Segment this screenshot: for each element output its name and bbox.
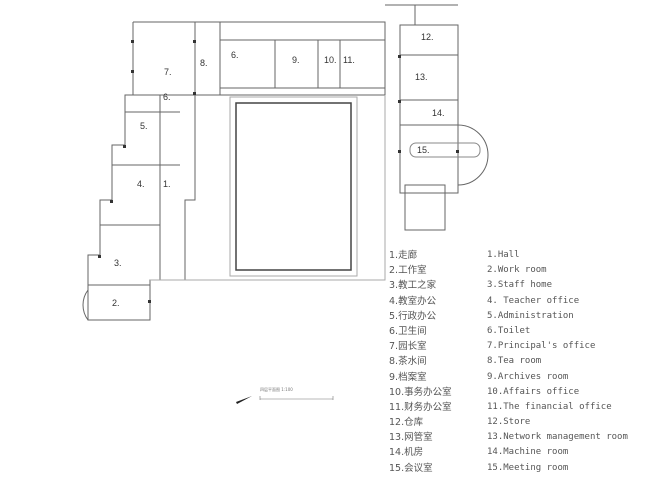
room-label: 11. (343, 55, 355, 65)
legend-item: 14.Machine room (487, 447, 569, 458)
room-label: 2. (112, 298, 120, 308)
room-label: 7. (164, 67, 172, 77)
walls (82, 4, 489, 321)
legend-item: 1.Hall (487, 250, 520, 260)
room-label: 13. (415, 72, 428, 82)
legend-item: 10.Affairs office (487, 386, 580, 397)
room-label: 4. (137, 179, 145, 189)
legend-item: 2.工作室 (389, 265, 427, 277)
legend-item: 11.The financial office (487, 401, 612, 412)
legend-item: 9.Archives room (487, 371, 569, 382)
legend-item: 2.Work room (487, 265, 547, 276)
legend-item: 8.Tea room (487, 356, 542, 367)
legend-item: 15.Meeting room (487, 462, 569, 473)
room-label: 12. (421, 32, 434, 42)
legend-item: 11.财务办公室 (389, 401, 452, 413)
legend-item: 3.教工之家 (389, 280, 437, 292)
legend-item: 4.教室办公 (389, 295, 437, 307)
legend-chinese: 1.走廊 2.工作室 3.教工之家 4.教室办公 5.行政办公 6.卫生间 7.… (389, 248, 452, 476)
meeting-table (409, 142, 481, 158)
legend-item: 5.Administration (487, 310, 574, 321)
legend-item: 13.网管室 (389, 432, 433, 444)
room-label: 9. (292, 55, 300, 65)
legend-item: 6.Toilet (487, 325, 531, 336)
legend-item: 4. Teacher office (487, 295, 580, 306)
room-label: 6. (163, 92, 171, 102)
legend-item: 10.事务办公室 (389, 386, 452, 398)
legend-item: 8.茶水间 (389, 356, 427, 368)
room-label: 6. (231, 50, 239, 60)
legend-item: 7.Principal's office (487, 341, 596, 352)
legend-item: 5.行政办公 (389, 310, 437, 322)
legend-item: 6.卫生间 (389, 325, 427, 337)
legend-item: 3.Staff home (487, 280, 553, 291)
legend-english: 1.Hall 2.Work room 3.Staff home 4. Teach… (487, 248, 628, 476)
legend-item: 9.档案室 (389, 371, 427, 383)
legend-item: 14.机房 (389, 447, 424, 459)
room-labels: 12. 13. 14. 15. 9. 10. 11. 8. 6. 7. 6. 5… (112, 32, 445, 308)
columns (98, 40, 459, 303)
room-label: 10. (324, 55, 337, 65)
room-label: 14. (432, 108, 445, 118)
legend-item: 7.园长室 (389, 341, 427, 353)
scale-bar (236, 396, 334, 404)
room-label: 8. (200, 58, 208, 68)
north-arrow-icon (236, 396, 252, 404)
legend-item: 12.Store (487, 417, 531, 428)
room-label: 1. (163, 179, 171, 189)
scale-label: 四层平面图 1:100 (260, 387, 293, 392)
legend-item: 1.走廊 (389, 250, 418, 261)
legend-item: 13.Network management room (487, 432, 628, 443)
legend-item: 12.仓库 (389, 417, 424, 429)
room-label: 5. (140, 121, 148, 131)
room-label: 15. (417, 145, 430, 155)
legend-item: 15.会议室 (389, 462, 433, 474)
room-label: 3. (114, 258, 122, 268)
